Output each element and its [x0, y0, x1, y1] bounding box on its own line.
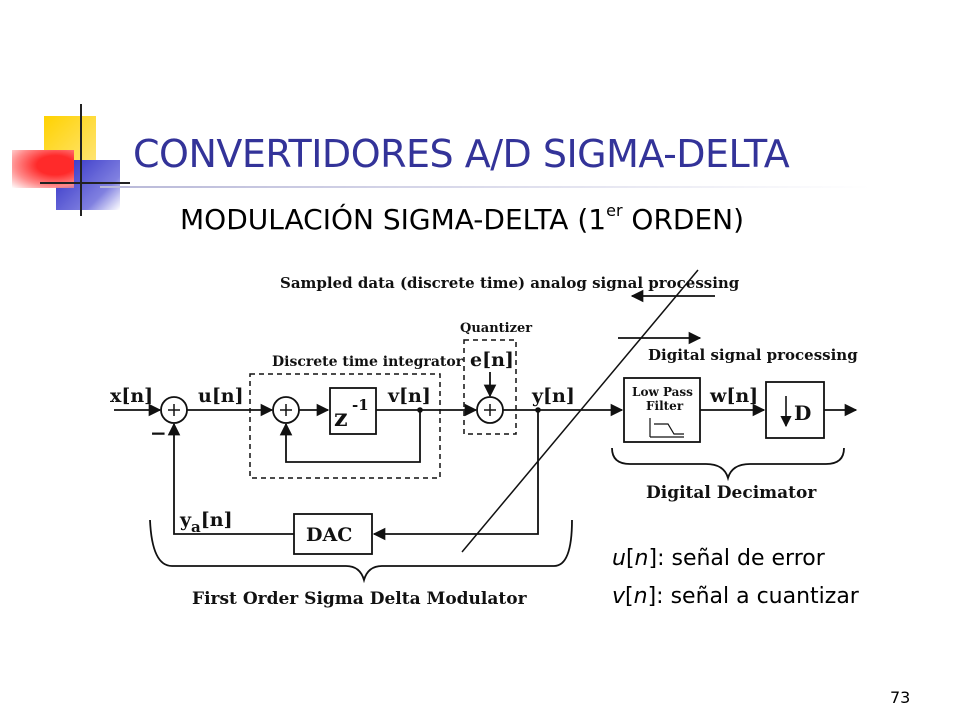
quantizer-caption: Quantizer	[460, 321, 532, 336]
note-v-idx: n	[633, 584, 648, 609]
dac-to-summer	[167, 422, 294, 535]
feedback-to-dac	[372, 410, 539, 541]
decimator-block	[765, 381, 825, 439]
label-ya-sub: a	[191, 518, 201, 536]
logo-red-block	[12, 150, 74, 188]
label-e-n: e[n]	[470, 349, 514, 371]
integrator-caption: Discrete time integrator	[272, 354, 464, 370]
subtitle-main: MODULACIÓN SIGMA-DELTA (1	[180, 203, 607, 236]
summer-2-plus	[280, 404, 292, 416]
dac-label: DAC	[306, 524, 352, 546]
label-x-n: x[n]	[110, 385, 153, 407]
slide-title: CONVERTIDORES A/D SIGMA-DELTA	[133, 132, 790, 176]
lpf-line1: Low Pass	[632, 385, 693, 399]
subtitle-superscript: er	[606, 201, 623, 220]
summer-3-plus	[484, 404, 496, 416]
dsp-caption: Digital signal processing	[648, 346, 858, 364]
modulator-caption: First Order Sigma Delta Modulator	[192, 589, 528, 609]
logo-horizontal-line	[40, 182, 130, 184]
label-w-n: w[n]	[709, 385, 758, 407]
label-ya-n: ya[n]	[179, 509, 233, 536]
lpf-response-icon	[649, 418, 684, 438]
note-u-idx: n	[634, 546, 649, 571]
note-u-open: [	[625, 546, 635, 571]
note-u-var: u	[612, 546, 626, 571]
lpf-line2: Filter	[646, 399, 684, 413]
slide-subtitle: MODULACIÓN SIGMA-DELTA (1er ORDEN)	[180, 201, 744, 236]
minus-sign: −	[150, 421, 167, 445]
note-v: v[n]: señal a cuantizar	[612, 584, 859, 609]
note-v-open: [	[625, 584, 634, 609]
top-caption: Sampled data (discrete time) analog sign…	[280, 274, 740, 292]
delay-z: z	[334, 403, 348, 432]
page-number: 73	[890, 688, 911, 707]
lpf-block	[623, 377, 701, 443]
decimator-brace	[611, 447, 845, 482]
delay-exponent: -1	[352, 396, 369, 414]
domain-separator-line	[461, 269, 699, 553]
label-y-n: y[n]	[531, 385, 575, 407]
delay-block	[329, 387, 377, 435]
quantizer-dashed-box	[463, 339, 517, 435]
decimator-caption: Digital Decimator	[646, 483, 817, 503]
decimator-label: D	[794, 401, 811, 425]
integrator-dashed-box	[249, 373, 441, 479]
dac-block	[293, 513, 373, 555]
summer-1-plus	[168, 404, 180, 416]
subtitle-end: ORDEN)	[622, 203, 745, 236]
note-v-text: ]: señal a cuantizar	[647, 584, 859, 609]
modulator-brace	[149, 519, 573, 584]
note-u-text: ]: señal de error	[648, 546, 825, 571]
note-v-var: v	[612, 584, 626, 609]
label-ya-base: y	[179, 509, 192, 531]
label-v-n: v[n]	[387, 385, 431, 407]
label-u-n: u[n]	[198, 385, 244, 407]
integrator-feedback	[279, 410, 421, 463]
logo-vertical-line	[80, 104, 82, 216]
title-underline	[100, 186, 870, 188]
label-ya-end: [n]	[201, 509, 233, 531]
note-u: u[n]: señal de error	[612, 546, 825, 571]
